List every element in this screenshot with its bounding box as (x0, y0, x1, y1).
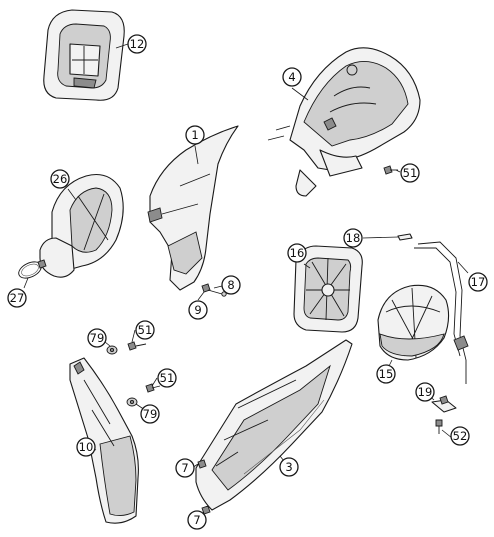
part-79-51-grommets (106, 341, 161, 407)
callout-8: 8 (221, 275, 241, 295)
callout-27: 27 (7, 288, 27, 308)
callout-12-label: 12 (130, 37, 145, 51)
part-16-filter-cage (293, 245, 363, 333)
callout-9: 9 (188, 300, 208, 320)
callout-51-mid: 51 (135, 320, 155, 340)
part-27-hose-clamp (18, 259, 47, 279)
callout-51-top: 51 (400, 163, 420, 183)
callout-52-label: 52 (453, 429, 468, 443)
callout-7-lower-label: 7 (193, 513, 200, 527)
callout-16-label: 16 (290, 246, 305, 260)
part-15-air-filter (377, 284, 450, 361)
callout-79-top: 79 (87, 328, 107, 348)
part-19-52-bracket (431, 395, 457, 434)
part-51-screw-right (383, 165, 398, 175)
callout-3: 3 (279, 457, 299, 477)
callout-10-label: 10 (79, 440, 94, 454)
callout-18-label: 18 (346, 231, 361, 245)
part-26-intake-boot (39, 173, 124, 278)
part-3-side-panel (195, 339, 353, 511)
callout-79-lower: 79 (140, 404, 160, 424)
callout-17: 17 (468, 272, 488, 292)
callout-3-label: 3 (285, 460, 292, 474)
callout-52: 52 (450, 426, 470, 446)
callout-9-label: 9 (194, 303, 201, 317)
callout-26: 26 (50, 169, 70, 189)
callout-12: 12 (127, 34, 147, 54)
callout-7-upper: 7 (175, 458, 195, 478)
callout-15-label: 15 (379, 367, 394, 381)
part-7-nuts (197, 459, 211, 515)
callout-51-lower: 51 (157, 368, 177, 388)
callout-1-label: 1 (191, 128, 198, 142)
callout-17-label: 17 (471, 275, 486, 289)
callout-51-top-label: 51 (403, 166, 418, 180)
part-8-9-fasteners (201, 283, 227, 297)
callout-4: 4 (282, 67, 302, 87)
callout-26-label: 26 (53, 172, 68, 186)
callout-19: 19 (415, 382, 435, 402)
callout-1: 1 (185, 125, 205, 145)
part-18-pin (397, 233, 413, 241)
part-17-filter-holder (414, 241, 469, 384)
callout-10: 10 (76, 437, 96, 457)
callout-7-upper-label: 7 (181, 461, 188, 475)
callout-8-label: 8 (227, 278, 234, 292)
callout-27-label: 27 (10, 291, 25, 305)
callout-79-top-label: 79 (90, 331, 105, 345)
part-1-side-panel (147, 125, 239, 291)
part-4-airbox-cover (267, 47, 421, 197)
callout-15: 15 (376, 364, 396, 384)
callout-51-lower-label: 51 (160, 371, 175, 385)
callout-79-lower-label: 79 (143, 407, 158, 421)
callout-19-label: 19 (418, 385, 433, 399)
callout-18: 18 (343, 228, 363, 248)
callout-16: 16 (287, 243, 307, 263)
callout-51-mid-label: 51 (138, 323, 153, 337)
part-10-rear-cover (69, 357, 139, 524)
part-12-filter-frame (43, 9, 125, 101)
callout-4-label: 4 (288, 70, 295, 84)
callout-7-lower: 7 (187, 510, 207, 530)
